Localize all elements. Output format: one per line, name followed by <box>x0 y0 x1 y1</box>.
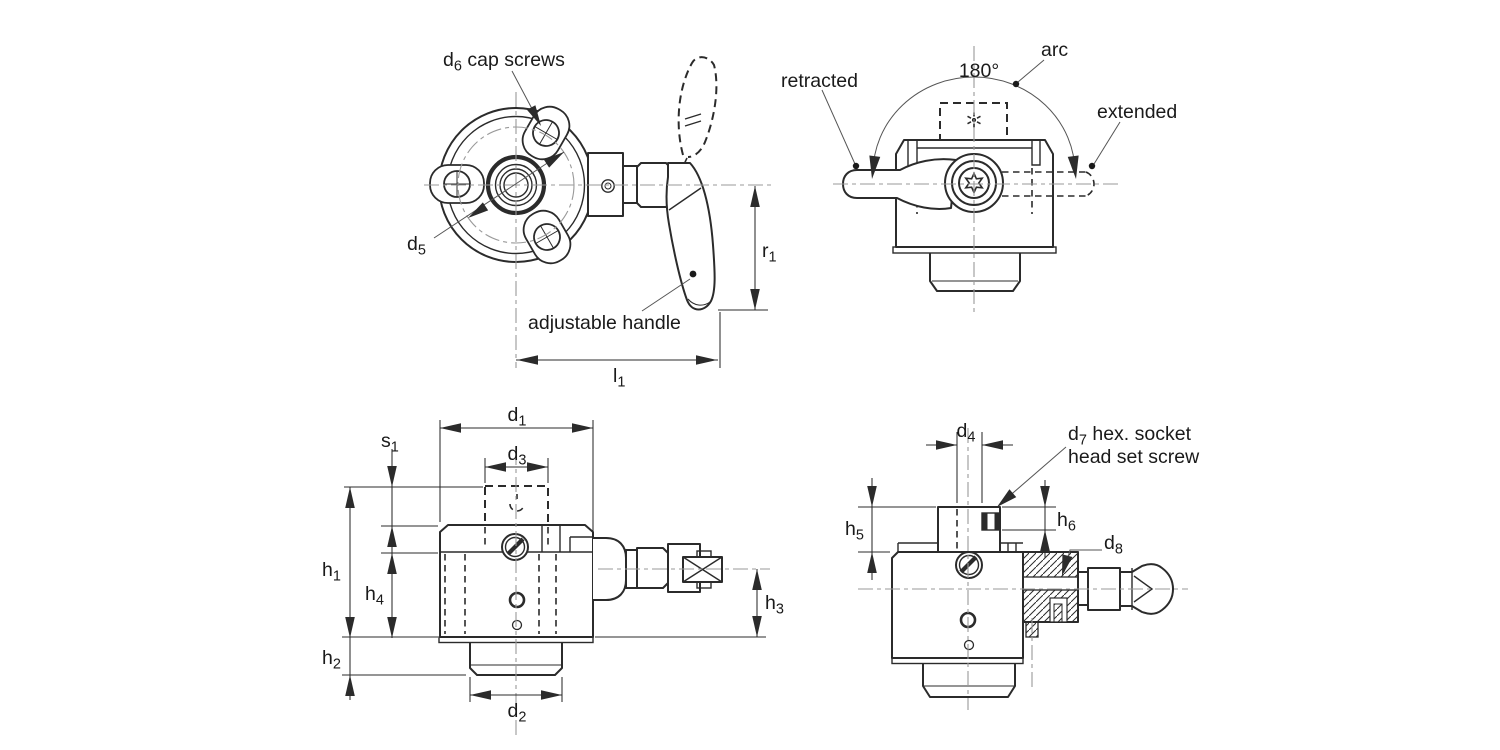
face-hole-small <box>963 639 975 651</box>
leader-arc <box>1012 59 1045 88</box>
dimension-h5 <box>867 478 877 580</box>
dimension-h4 <box>387 553 397 638</box>
arc-180-dimension <box>869 76 1079 179</box>
view-front-with-handle: d6 cap screws d5 adjustable handle r1 l1 <box>407 49 777 391</box>
dimension-h3 <box>752 569 762 637</box>
dimension-h6 <box>1040 480 1050 558</box>
label-d4: d4 <box>957 420 976 446</box>
label-h5: h5 <box>845 518 864 544</box>
label-h1: h1 <box>322 559 341 585</box>
handle-bore-hidden <box>1002 171 1086 197</box>
label-s1: s1 <box>381 430 399 456</box>
dimension-s1 <box>387 449 397 638</box>
cap-screw-icon <box>533 223 561 251</box>
cap-screw-icon <box>443 170 471 198</box>
leader-retracted <box>821 89 860 170</box>
face-hole-small <box>511 619 523 631</box>
set-screw-icon <box>982 513 988 530</box>
view-swing-arc: retracted 180° arc extended <box>781 39 1177 312</box>
label-retracted: retracted <box>781 70 858 92</box>
label-d2: d2 <box>508 700 527 726</box>
view-side-elevation: s1 d1 d3 h1 h4 h2 h3 d2 <box>322 404 784 735</box>
lever-extended-solid <box>665 162 716 311</box>
label-h2: h2 <box>322 647 341 673</box>
label-r1: r1 <box>762 240 777 266</box>
clamp-body-front <box>892 139 1057 292</box>
leader-d8 <box>1062 549 1102 576</box>
dimension-h1 <box>345 487 355 700</box>
clamp-arm-section <box>1022 551 1079 638</box>
label-l1: l1 <box>613 365 625 391</box>
flange-outline <box>429 105 594 265</box>
cap-screw-icon <box>532 119 560 147</box>
leader-extended <box>1088 121 1121 170</box>
leader-d6 <box>511 70 541 126</box>
face-hole <box>508 591 526 609</box>
extension-lines <box>858 432 1056 553</box>
label-h4: h4 <box>365 583 384 609</box>
label-d1: d1 <box>508 404 527 430</box>
dimension-d1 <box>440 423 593 433</box>
label-adjustable-handle: adjustable handle <box>528 312 681 334</box>
dimension-l1 <box>516 312 721 368</box>
extension-lines <box>342 420 766 702</box>
label-d7-line1: d7 hex. socket <box>1068 423 1192 449</box>
label-extended: extended <box>1097 101 1177 123</box>
boss-with-set-screw <box>937 506 1001 553</box>
bolt-circle-centerline <box>457 126 575 244</box>
label-arc: arc <box>1041 39 1068 61</box>
label-d3: d3 <box>508 443 527 469</box>
label-180-degrees: 180° <box>959 60 999 82</box>
dimension-h2 <box>345 675 355 696</box>
dimension-d2 <box>470 690 562 700</box>
view-sectioned-side: d4 d7 hex. socket head set screw h5 h6 d… <box>845 420 1200 710</box>
dimension-d4 <box>926 440 1013 450</box>
slotted-screw-icon <box>955 551 983 579</box>
label-d7-line2: head set screw <box>1068 446 1200 468</box>
leader-d7 <box>997 446 1067 507</box>
slotted-screw-icon <box>501 533 529 561</box>
lever-grip-dot <box>689 270 697 278</box>
dimension-d3 <box>485 462 548 472</box>
label-h3: h3 <box>765 592 784 618</box>
label-h6: h6 <box>1057 509 1076 535</box>
label-d8: d8 <box>1104 532 1123 558</box>
label-d5: d5 <box>407 233 426 259</box>
label-d6-cap-screws: d6 cap screws <box>443 49 565 75</box>
handle-extended-cap <box>1085 171 1095 197</box>
leader-d5 <box>433 151 565 239</box>
leader-adjustable-handle <box>641 278 691 312</box>
dimension-r1 <box>718 186 768 311</box>
